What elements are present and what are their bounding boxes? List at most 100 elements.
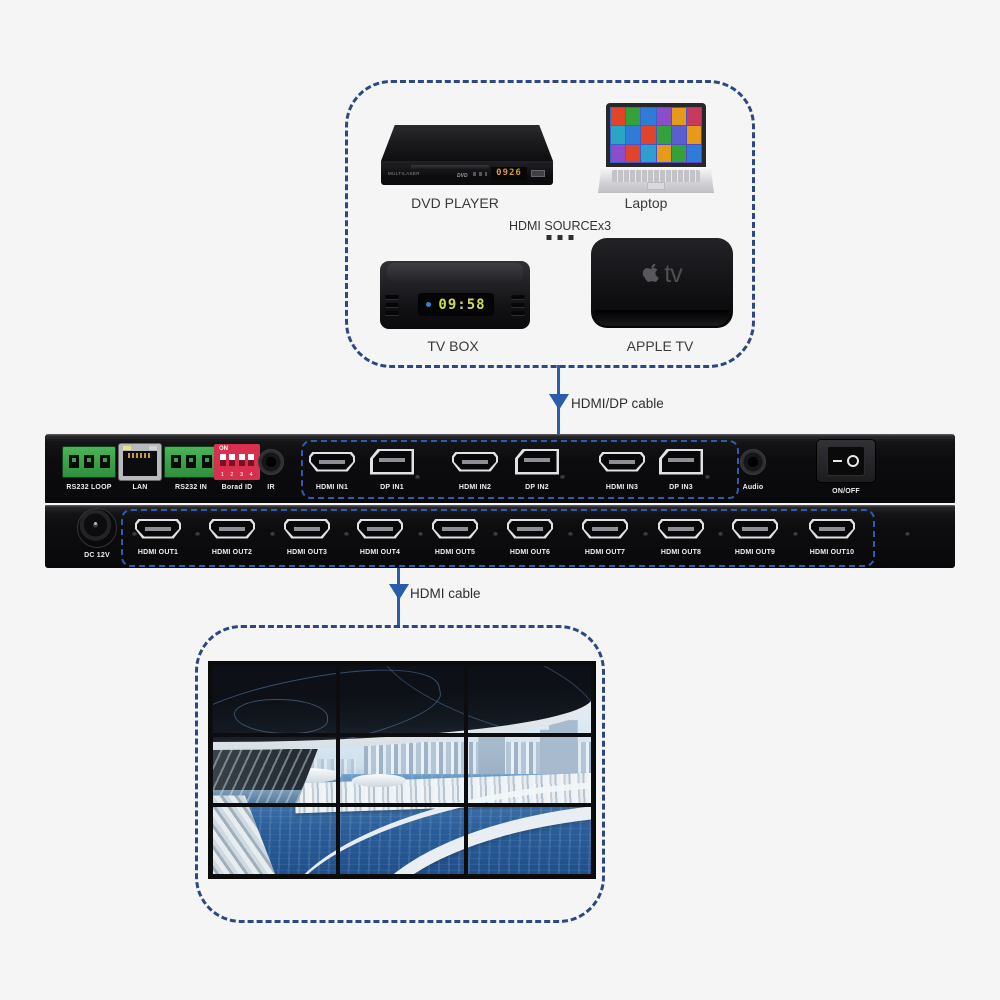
port-label: Audio — [742, 484, 764, 491]
displayport-icon — [659, 448, 703, 475]
port-group-dc-power: DC 12V — [77, 508, 117, 559]
screw-dot — [705, 475, 710, 480]
dvd-top-surface — [381, 125, 553, 161]
port-label: HDMI IN1 — [315, 484, 349, 491]
matrix-panel-outputs: DC 12V HDMI OUT1 HDMI OUT2 HDMI OUT3 HDM… — [45, 505, 955, 568]
sources-group-box: MULTILASER DVD 0926 DVD PLAYER Laptop HD… — [345, 80, 755, 368]
tvbox-left-vents — [385, 291, 399, 319]
wall-left-structure — [211, 748, 318, 804]
port-label: HDMI OUT6 — [509, 549, 551, 556]
tvbox-led-dot — [426, 302, 432, 307]
screw-dot — [560, 475, 565, 480]
port-label: HDMI IN3 — [605, 484, 639, 491]
screw-dot — [643, 532, 648, 537]
ir-jack-icon — [258, 448, 284, 475]
port-group-hdmi-out5: HDMI OUT5 — [432, 512, 478, 556]
port-group-hdmi-out8: HDMI OUT8 — [658, 512, 704, 556]
dvd-front-panel: MULTILASER DVD 0926 — [381, 161, 553, 185]
port-label: HDMI OUT5 — [434, 549, 476, 556]
port-group-hdmi-out7: HDMI OUT7 — [582, 512, 628, 556]
phoenix-connector-icon — [164, 445, 218, 478]
port-label: HDMI OUT1 — [137, 549, 179, 556]
port-group-lan: LAN — [118, 442, 162, 491]
tvbox-right-vents — [511, 291, 525, 319]
apple-icon — [643, 263, 660, 282]
port-label: DP IN1 — [380, 484, 404, 491]
port-label: IR — [267, 484, 275, 491]
screw-dot — [793, 532, 798, 537]
laptop-screen — [606, 103, 706, 167]
port-label: DP IN3 — [669, 484, 693, 491]
dvd-player-label: DVD PLAYER — [411, 195, 499, 211]
screw-dot — [493, 532, 498, 537]
hdmi-port-icon — [309, 451, 355, 472]
hdmi-port-icon — [599, 451, 645, 472]
rocker-button — [827, 446, 865, 476]
hdmi-port-icon — [582, 518, 628, 539]
video-wall-tile — [338, 734, 466, 806]
dip-on-label: ON — [219, 445, 228, 452]
port-group-rs232-loop: RS232 LOOP — [62, 443, 116, 491]
laptop-keyboard — [598, 167, 714, 193]
input-cable-label: HDMI/DP cable — [571, 396, 664, 411]
port-label: RS232 LOOP — [66, 484, 112, 491]
dvd-disc-tray — [411, 165, 489, 170]
screw-dot — [195, 532, 200, 537]
dvd-clock-display: 0926 — [491, 167, 527, 180]
input-cable-arrowhead — [549, 394, 569, 410]
video-wall-tile — [338, 664, 466, 735]
tvbox-clock-text: 09:58 — [438, 296, 486, 313]
hdmi-port-icon — [432, 518, 478, 539]
displayport-icon — [370, 448, 414, 475]
dip-switch-icon: ON 1 2 3 4 — [214, 443, 260, 480]
port-label: DP IN2 — [525, 484, 549, 491]
tv-box-image: 09:58 — [380, 261, 530, 329]
screw-dot — [905, 532, 910, 537]
dvd-usb-port — [531, 170, 545, 177]
port-group-rs232-in: RS232 IN — [164, 443, 218, 491]
port-group-hdmi-in3: HDMI IN3 — [599, 443, 645, 491]
hdmi-port-icon — [357, 518, 403, 539]
audio-jack-icon — [740, 448, 766, 475]
port-label: HDMI OUT2 — [211, 549, 253, 556]
hdmi-port-icon — [452, 451, 498, 472]
hdmi-port-icon — [209, 518, 255, 539]
laptop-image — [598, 103, 714, 193]
wall-ceiling — [211, 664, 593, 743]
video-wall-group-box — [195, 625, 605, 923]
video-wall-tile — [465, 734, 593, 806]
screw-dot — [718, 532, 723, 537]
port-group-hdmi-out4: HDMI OUT4 — [357, 512, 403, 556]
matrix-panel-inputs: RS232 LOOP LAN RS232 IN ON 1 2 3 4 Borad… — [45, 434, 955, 503]
port-label: RS232 IN — [175, 484, 207, 491]
output-cable-label: HDMI cable — [410, 586, 481, 601]
port-label: ON/OFF — [832, 488, 860, 495]
port-group-hdmi-out3: HDMI OUT3 — [284, 512, 330, 556]
port-label: HDMI IN2 — [458, 484, 492, 491]
video-wall-tile — [211, 805, 339, 876]
video-wall-tile — [465, 664, 593, 735]
video-wall-tile — [465, 805, 593, 876]
hdmi-port-icon — [135, 518, 181, 539]
port-label: HDMI OUT4 — [359, 549, 401, 556]
port-group-power-switch: ON/OFF — [816, 438, 876, 495]
hdmi-port-icon — [732, 518, 778, 539]
port-group-hdmi-out9: HDMI OUT9 — [732, 512, 778, 556]
port-group-board-id: ON 1 2 3 4 Borad ID — [214, 443, 260, 491]
apple-tv-text: tv — [664, 260, 682, 288]
laptop-label: Laptop — [624, 195, 668, 211]
port-group-dp-in1: DP IN1 — [370, 443, 414, 491]
hdmi-port-icon — [284, 518, 330, 539]
screw-dot — [132, 532, 137, 537]
port-group-ir: IR — [258, 443, 284, 491]
port-group-hdmi-in1: HDMI IN1 — [309, 443, 355, 491]
windows-start-screen — [610, 107, 702, 163]
apple-tv-image: tv — [591, 238, 733, 328]
port-group-hdmi-out6: HDMI OUT6 — [507, 512, 553, 556]
port-group-hdmi-out1: HDMI OUT1 — [135, 512, 181, 556]
port-group-dp-in2: DP IN2 — [515, 443, 559, 491]
port-group-dp-in3: DP IN3 — [659, 443, 703, 491]
port-label: HDMI OUT3 — [286, 549, 328, 556]
dip-numbers: 1 2 3 4 — [220, 471, 256, 478]
